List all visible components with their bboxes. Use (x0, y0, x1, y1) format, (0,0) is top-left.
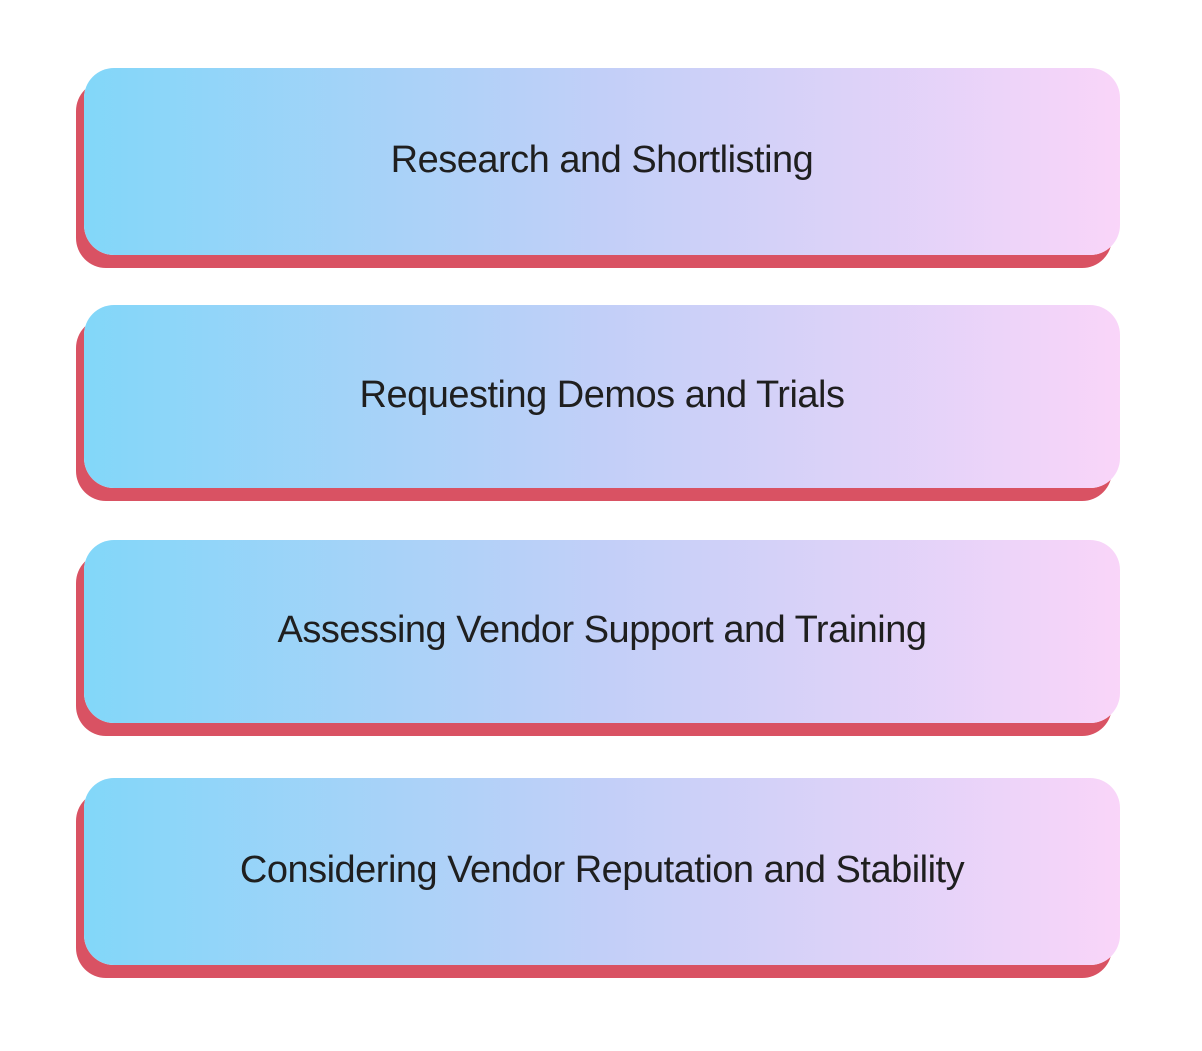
step-label: Requesting Demos and Trials (359, 373, 845, 416)
step-label: Considering Vendor Reputation and Stabil… (239, 848, 965, 891)
step-card-demos-trials: Requesting Demos and Trials (84, 305, 1120, 488)
step-card-research-shortlisting: Research and Shortlisting (84, 68, 1120, 255)
step-label: Assessing Vendor Support and Training (277, 608, 927, 651)
step-label: Research and Shortlisting (390, 138, 814, 181)
step-card-vendor-reputation-stability: Considering Vendor Reputation and Stabil… (84, 778, 1120, 965)
step-card-vendor-support-training: Assessing Vendor Support and Training (84, 540, 1120, 723)
